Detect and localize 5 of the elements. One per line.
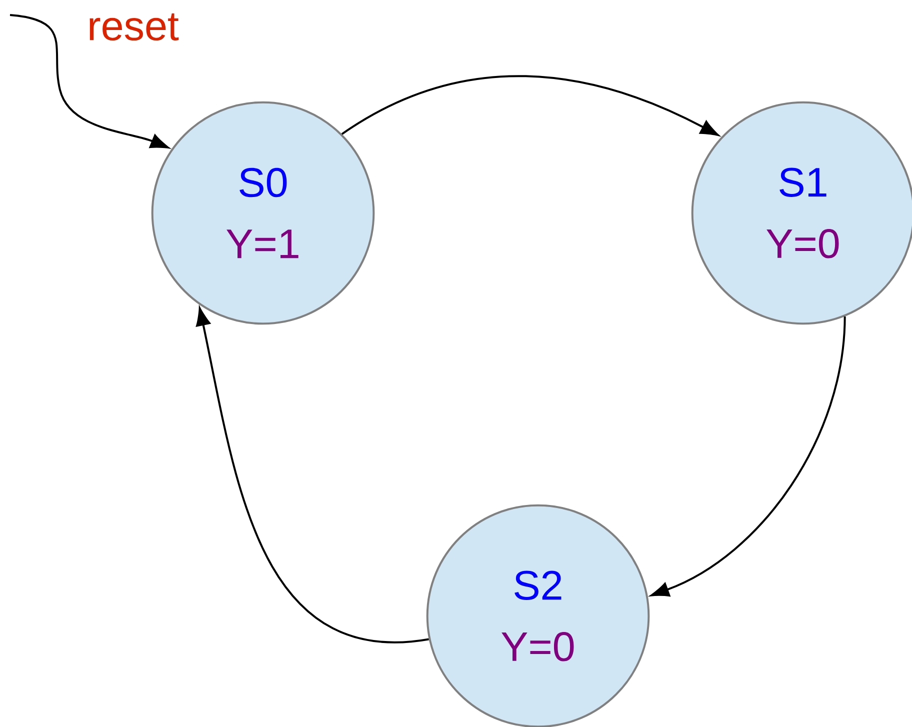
arrow <box>341 75 719 136</box>
arrow <box>196 308 429 644</box>
arrow <box>10 14 169 148</box>
arrow <box>650 316 846 597</box>
edge-label: reset <box>90 13 179 41</box>
